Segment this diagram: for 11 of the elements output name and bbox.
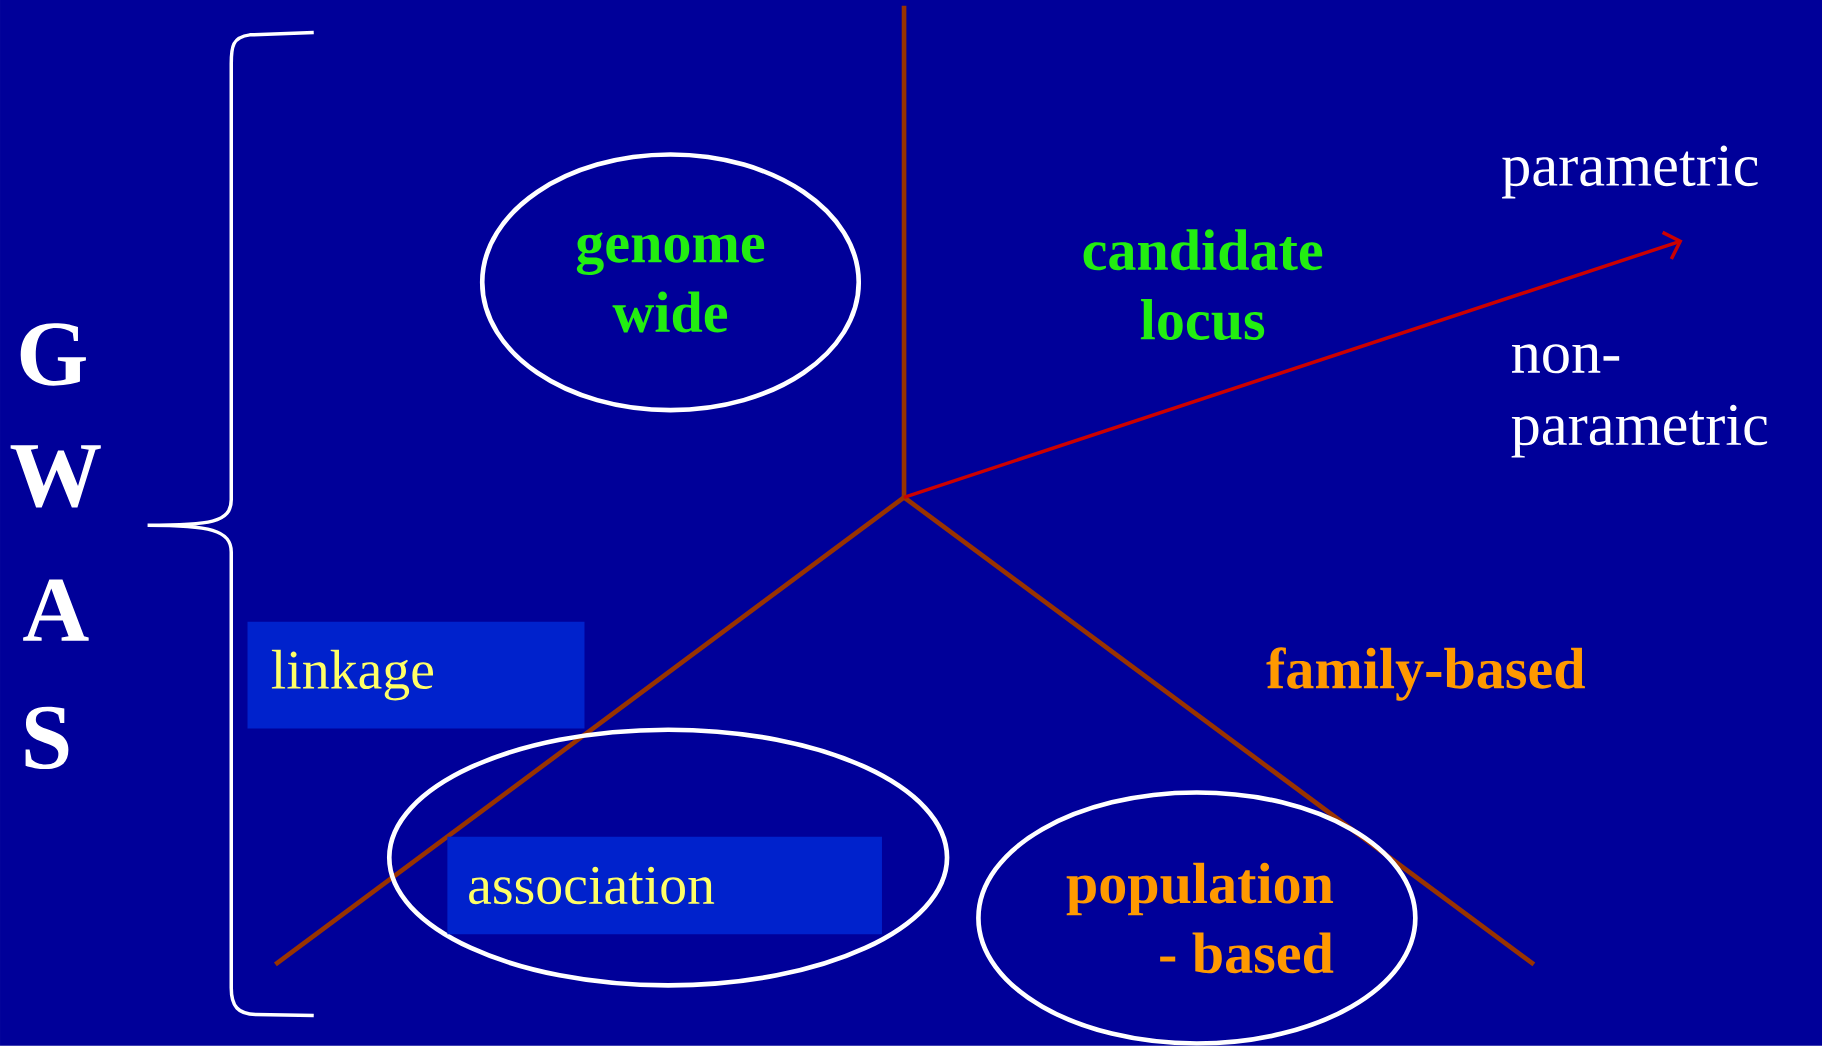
text-box: association — [447, 836, 882, 935]
letter: G — [20, 323, 86, 386]
axis-label: non- parametric — [1511, 344, 1768, 458]
axis-label: candidate locus — [1083, 229, 1323, 341]
axis-label: parametric — [1502, 145, 1758, 199]
axis-label: family-based — [1266, 647, 1585, 701]
ellipse — [386, 727, 950, 988]
text-box: linkage — [247, 621, 585, 729]
letter: W — [10, 445, 101, 508]
letter: S — [25, 706, 69, 770]
letter: A — [23, 579, 89, 641]
